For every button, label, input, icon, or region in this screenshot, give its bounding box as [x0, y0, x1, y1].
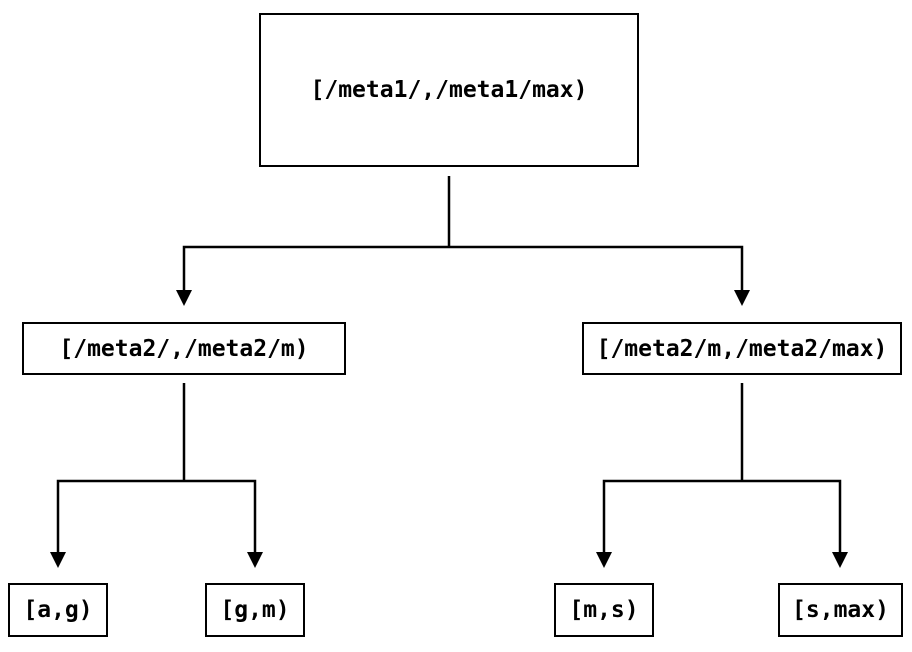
arrowhead-icon-to-left — [176, 290, 192, 306]
edge-right-split — [602, 479, 842, 552]
edge-left-split — [56, 479, 257, 552]
node-meta2-high-label: [/meta2/m,/meta2/max) — [596, 335, 888, 362]
arrowhead-icon-to-gm — [247, 552, 263, 568]
node-leaf-smax: [s,max) — [778, 583, 903, 637]
edge-root-split — [182, 245, 744, 290]
node-leaf-ag-label: [a,g) — [23, 597, 93, 623]
node-leaf-ms-label: [m,s) — [569, 597, 639, 623]
node-leaf-ms: [m,s) — [554, 583, 654, 637]
arrowhead-icon-to-right — [734, 290, 750, 306]
node-root: [/meta1/,/meta1/max) — [259, 13, 639, 167]
node-leaf-smax-label: [s,max) — [792, 597, 889, 623]
node-leaf-gm: [g,m) — [205, 583, 305, 637]
node-meta2-low-label: [/meta2/,/meta2/m) — [59, 335, 309, 362]
node-meta2-low: [/meta2/,/meta2/m) — [22, 322, 346, 375]
arrowhead-icon-to-ms — [596, 552, 612, 568]
node-meta2-high: [/meta2/m,/meta2/max) — [582, 322, 902, 375]
node-leaf-ag: [a,g) — [8, 583, 108, 637]
node-leaf-gm-label: [g,m) — [220, 597, 290, 623]
arrowhead-icon-to-smax — [832, 552, 848, 568]
node-root-label: [/meta1/,/meta1/max) — [310, 77, 588, 103]
arrowhead-icon-to-ag — [50, 552, 66, 568]
